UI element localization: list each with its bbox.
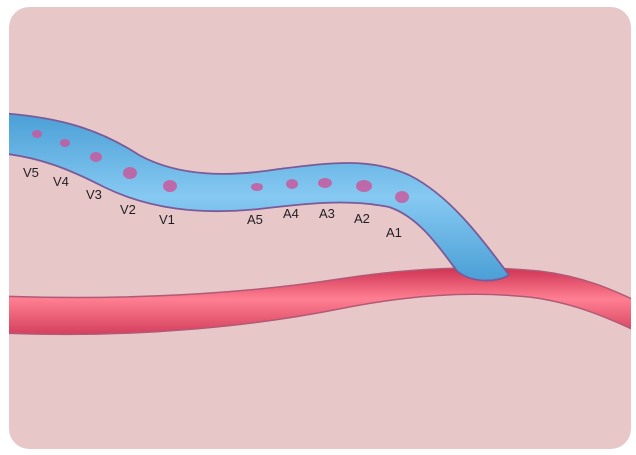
label-a1: A1: [386, 225, 402, 240]
label-v5: V5: [23, 165, 39, 180]
label-a4: A4: [283, 206, 299, 221]
particle: [123, 167, 137, 179]
particle: [318, 178, 332, 188]
diagram-panel: V5 V4 V3 V2 V1 A5 A4 A3 A2 A1: [9, 7, 631, 449]
label-v1: V1: [159, 212, 175, 227]
particle: [356, 180, 372, 192]
label-v4: V4: [53, 174, 69, 189]
particle: [251, 183, 263, 191]
label-a3: A3: [319, 206, 335, 221]
label-v3: V3: [86, 187, 102, 202]
label-a5: A5: [247, 212, 263, 227]
label-a2: A2: [354, 211, 370, 226]
vessel-diagram: V5 V4 V3 V2 V1 A5 A4 A3 A2 A1: [9, 7, 631, 449]
particle: [395, 191, 409, 203]
background: [9, 7, 631, 449]
particle: [286, 179, 298, 189]
label-v2: V2: [120, 202, 136, 217]
particle: [32, 130, 42, 138]
particle: [163, 180, 177, 192]
particle: [90, 152, 102, 162]
particle: [60, 139, 70, 147]
